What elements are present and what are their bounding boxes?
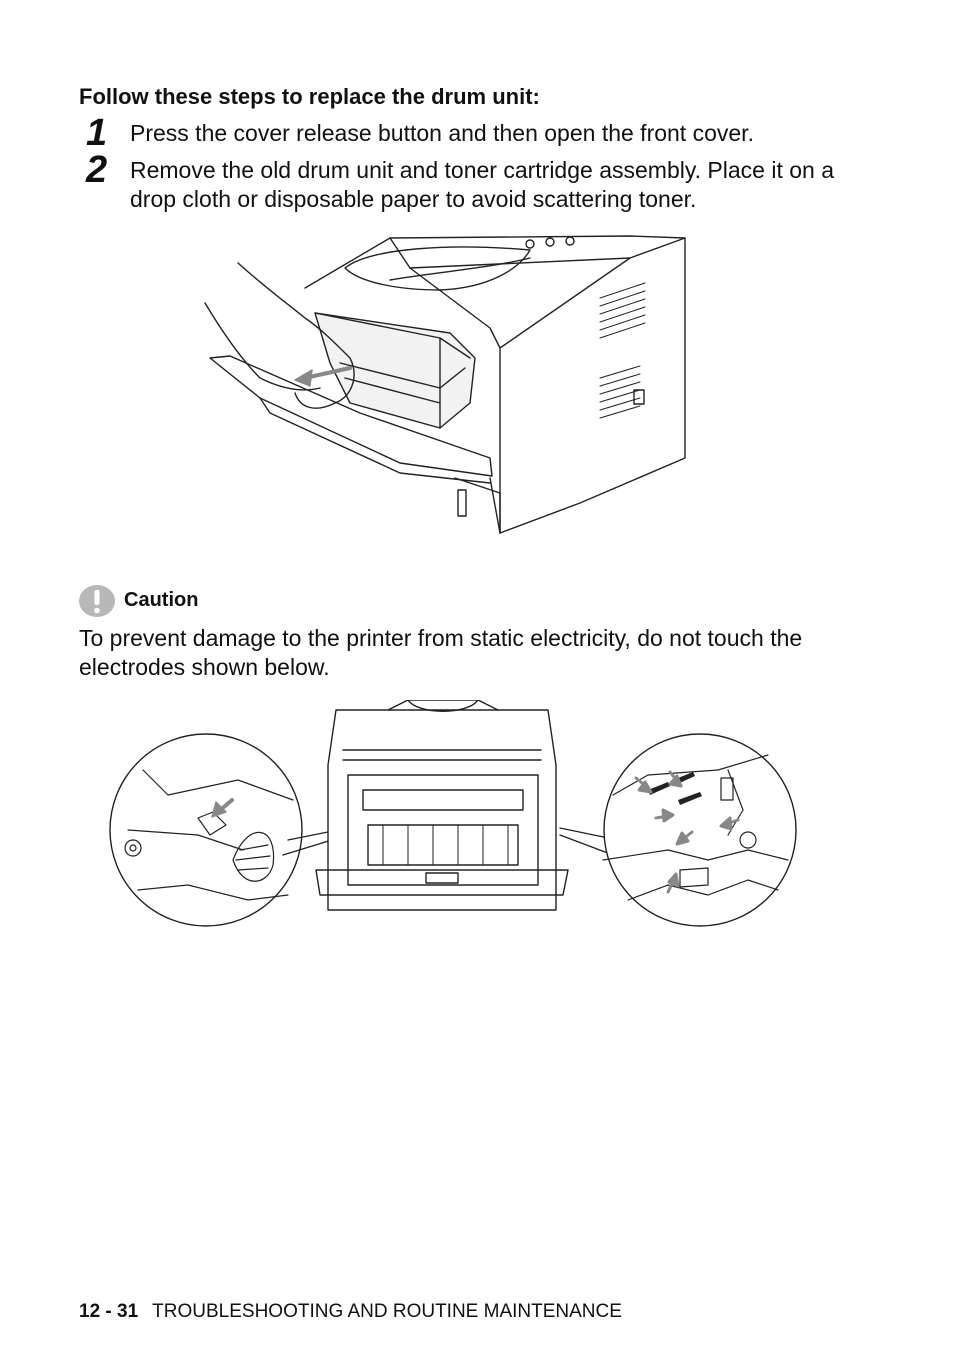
exclamation-icon [79,585,115,617]
caution-text: To prevent damage to the printer from st… [79,625,803,680]
page-footer: 12 - 31 TROUBLESHOOTING AND ROUTINE MAINT… [79,1301,622,1323]
drum-removal-illustration [204,235,686,534]
caution-label: Caution [124,589,199,611]
section-heading: Follow these steps to replace the drum u… [79,84,540,109]
step-2-number: 2 [86,149,108,191]
footer-section-title: TROUBLESHOOTING AND ROUTINE MAINTENANCE [152,1301,622,1322]
page-number: 12 - 31 [79,1301,139,1322]
step-2-text: Remove the old drum unit and toner cartr… [130,157,834,212]
step-1-text: Press the cover release button and then … [130,120,754,146]
step-1-number: 1 [86,112,108,154]
electrodes-illustration [109,700,797,927]
